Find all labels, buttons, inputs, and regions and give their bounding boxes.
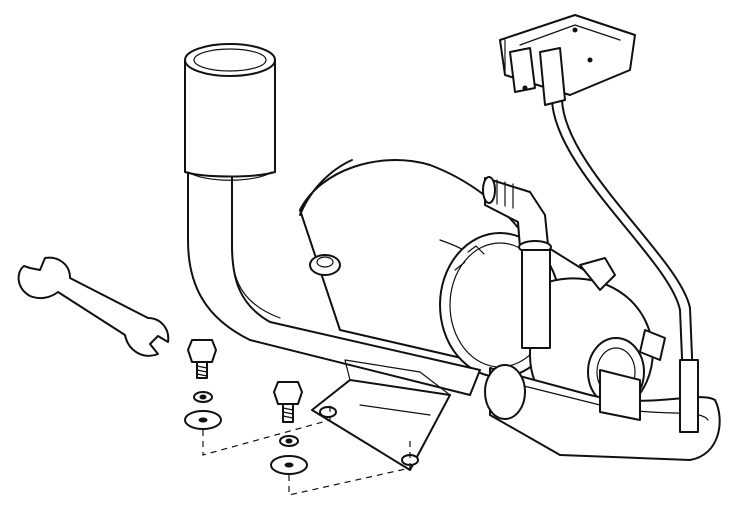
electrical-connector: [499, 14, 636, 106]
alignment-lines: [202, 405, 411, 496]
volute-tab-right: [639, 329, 666, 361]
wrench: [17, 256, 170, 357]
lock-washer-2: [279, 435, 299, 447]
flat-washer-1: [184, 410, 222, 430]
barbed-elbow-fitting: [482, 176, 552, 349]
motor-boss: [309, 254, 341, 276]
inlet-pipe: [184, 43, 481, 396]
bolt-1: [187, 339, 217, 379]
volute-tab: [579, 257, 616, 291]
inlet-coupling: [184, 59, 276, 178]
elbow-down-tube: [521, 249, 551, 349]
lock-washer-1: [193, 391, 213, 403]
flat-washer-2: [270, 455, 308, 475]
outlet-loop-pipe: [484, 364, 721, 461]
outlet-pipe-end: [484, 364, 526, 420]
power-cable: [551, 99, 699, 433]
bolt-2: [273, 381, 303, 423]
